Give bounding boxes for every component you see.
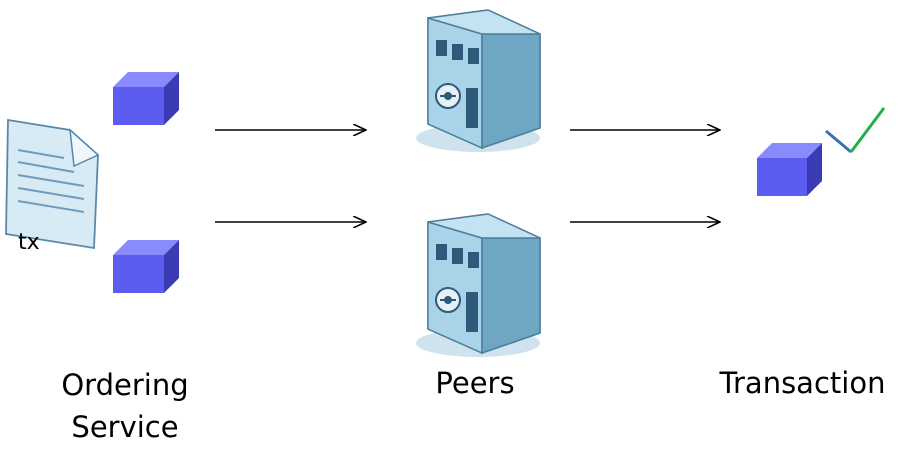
checkmark-icon [825, 107, 886, 154]
peer-building-icon-upper [416, 9, 541, 152]
document-icon [5, 118, 100, 250]
peers-label: Peers [435, 366, 515, 400]
block-icon-transaction [757, 143, 822, 196]
block-icon-upper [113, 72, 179, 125]
ordering-label-line2: Service [71, 410, 179, 444]
transaction-label: Transaction [719, 366, 886, 400]
tx-label: tx [18, 230, 40, 255]
block-icon-lower [113, 240, 179, 293]
ordering-label-line1: Ordering [61, 368, 189, 402]
peer-building-icon-lower [416, 213, 541, 357]
ordering-service-label: Ordering Service [40, 364, 210, 448]
